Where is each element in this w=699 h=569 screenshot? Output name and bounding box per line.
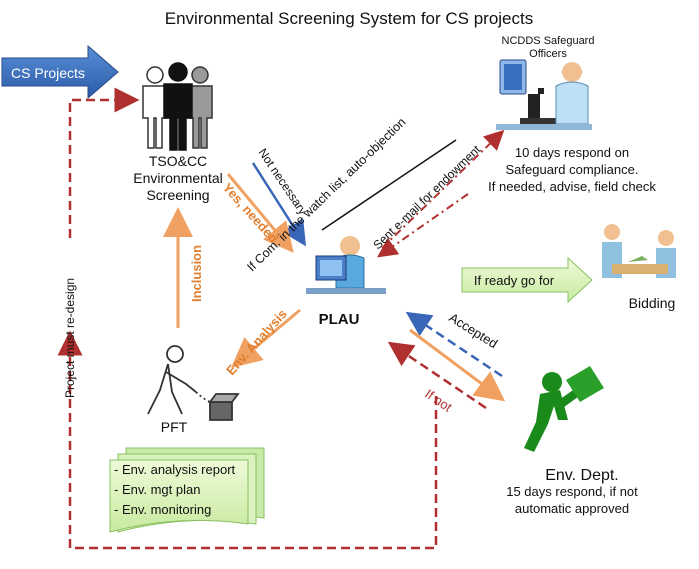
redesign-label: Project must re-design	[63, 278, 77, 398]
tso-line2: Screening	[146, 187, 209, 203]
document-stack: - Env. analysis report - Env. mgt plan -…	[109, 447, 265, 533]
doc-line-3: - Env. monitoring	[114, 502, 211, 517]
watch-list-label: If Com. in the watch list, auto-objectio…	[244, 115, 408, 274]
env-dept-name: Env. Dept.	[545, 467, 619, 484]
pft-label: PFT	[161, 419, 188, 435]
env-analysis-label: Env. Analysis	[223, 306, 290, 378]
redesign-top-arrow	[68, 87, 140, 238]
officers-note-line3: If needed, advise, field check	[488, 179, 656, 194]
people-group-icon	[142, 62, 213, 151]
officers-line2: Officers	[529, 48, 567, 60]
if-not-arrow	[387, 341, 487, 410]
cs-projects-arrow: CS Projects	[1, 44, 119, 100]
accepted-arrow	[405, 311, 503, 378]
tso-name: TSO&CC	[149, 153, 207, 169]
yes-needed-arrow	[226, 173, 294, 253]
person-with-box-icon	[147, 345, 240, 421]
tso-line1: Environmental	[133, 170, 223, 186]
officers-note-line1: 10 days respond on	[515, 145, 629, 160]
env-analysis-arrow	[231, 308, 301, 368]
watch-list-line	[321, 139, 457, 231]
env-dept-line2: automatic approved	[515, 501, 629, 516]
bidding-arrow-label: If ready go for	[474, 273, 555, 288]
cs-projects-label: CS Projects	[11, 65, 85, 81]
bidding-arrow: If ready go for	[461, 256, 593, 304]
sent-email-label: Sent e-mail for endowment	[370, 142, 483, 252]
officers-line1: NCDDS Safeguard	[502, 35, 595, 47]
redesign-loop-arrow	[57, 330, 438, 550]
if-not-label: If not	[422, 386, 455, 415]
to-env-dept-arrow	[409, 328, 506, 402]
diagram-title: Environmental Screening System for CS pr…	[165, 9, 534, 28]
inclusion-label: Inclusion	[189, 245, 204, 302]
doc-line-1: - Env. analysis report	[114, 462, 236, 477]
bidding-label: Bidding	[629, 295, 676, 311]
handshake-icon	[602, 224, 676, 278]
doc-line-2: - Env. mgt plan	[114, 482, 200, 497]
officers-note-line2: Safeguard compliance.	[506, 162, 639, 177]
walking-person-icon	[524, 366, 604, 452]
computer-user-icon	[306, 236, 386, 294]
not-necessary-arrow	[251, 162, 307, 247]
scientist-icon	[496, 59, 592, 130]
env-dept-line1: 15 days respond, if not	[506, 484, 638, 499]
plau-label: PLAU	[319, 311, 360, 328]
